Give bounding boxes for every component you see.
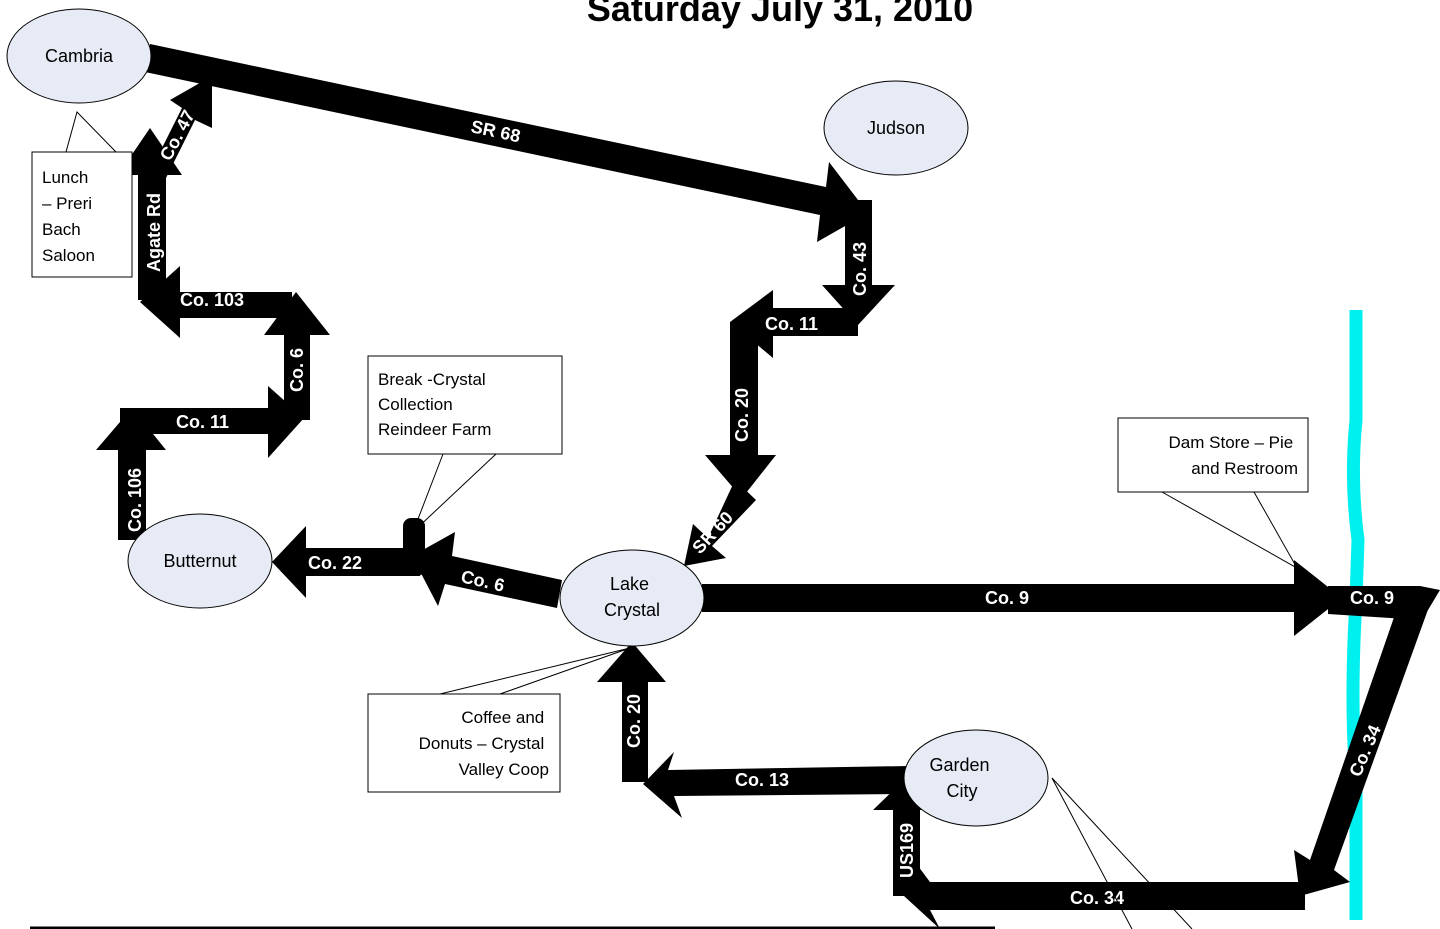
road-co34-bottom-arrow [904, 866, 1305, 929]
dam-callout-pointer [1161, 491, 1299, 570]
svg-text:Cambria: Cambria [45, 46, 114, 66]
road-co11-left-label: Co. 11 [176, 412, 229, 432]
road-sr68-arrow [145, 44, 868, 242]
road-co22-arrow [272, 526, 420, 598]
town-judson: Judson [823, 80, 969, 176]
road-co20-lower-arrow [597, 642, 666, 782]
road-co43-arrow [822, 200, 895, 325]
coffee-note-text: Coffee and Donuts – Crystal Valley Coop [419, 708, 549, 779]
svg-text:Garden City: Garden City [929, 755, 994, 801]
lunch-note-box [31, 151, 133, 278]
road-co6-lower-arrow [412, 532, 562, 608]
svg-text:Butternut: Butternut [163, 551, 236, 571]
svg-text:Lake Crystal: Lake Crystal [604, 574, 660, 620]
road-co22-stub [403, 518, 425, 576]
road-co43-label: Co. 43 [850, 242, 870, 296]
road-co9-main-arrow [702, 560, 1342, 636]
lunch-callout-pointer [65, 111, 117, 153]
dam-note-text: Dam Store – Pie and Restroom [1169, 433, 1298, 478]
dam-note-box [1117, 417, 1309, 493]
road-sr60-arrow [684, 480, 756, 566]
break-note-box [367, 355, 563, 455]
road-co6-upper-arrow [264, 292, 330, 420]
town-garden-city: Garden City [903, 729, 1049, 827]
svg-text:Judson: Judson [867, 118, 925, 138]
road-co47-arrow [137, 76, 212, 186]
road-co11-right-label: Co. 11 [765, 314, 818, 334]
break-callout-pointer [412, 453, 497, 533]
town-butternut: Butternut [127, 513, 273, 609]
road-co34-bottom-label: Co. 34 [1070, 888, 1124, 908]
road-co20-upper-arrow [705, 322, 776, 498]
road-co6-upper-label: Co. 6 [287, 348, 307, 392]
town-cambria: Cambria [6, 8, 152, 104]
coffee-note-box [367, 693, 561, 793]
coffee-callout-pointer [439, 647, 631, 695]
garden-city-callout-pointer [1051, 777, 1193, 929]
road-co103-label: Co. 103 [180, 290, 244, 310]
road-co13-arrow [643, 752, 908, 818]
lunch-note-text: Lunch – Preri Bach Saloon [42, 168, 97, 265]
road-co22-label: Co. 22 [308, 553, 362, 573]
road-co20-lower-label: Co. 20 [624, 694, 644, 748]
road-co47-label: Co. 47 [156, 107, 199, 164]
road-co106-arrow [96, 408, 166, 540]
road-co106-label: Co. 106 [125, 468, 145, 532]
road-co11-right-arrow [730, 290, 858, 358]
road-co9-main-label: Co. 9 [985, 588, 1029, 608]
town-lake-crystal: Lake Crystal [559, 549, 705, 647]
break-note-text: Break -Crystal Collection Reindeer Farm [378, 370, 491, 439]
road-co34-diag-arrow [1294, 600, 1430, 896]
road-co11-left-arrow [120, 386, 304, 458]
road-agate-label: Agate Rd [144, 193, 164, 272]
road-us169-label: US169 [897, 823, 917, 878]
road-co13-label: Co. 13 [735, 770, 789, 790]
road-co20-upper-label: Co. 20 [732, 388, 752, 442]
road-co9-right-label: Co. 9 [1350, 588, 1394, 608]
page-title: Saturday July 31, 2010 [587, 0, 973, 29]
road-co103-arrow [140, 266, 292, 338]
